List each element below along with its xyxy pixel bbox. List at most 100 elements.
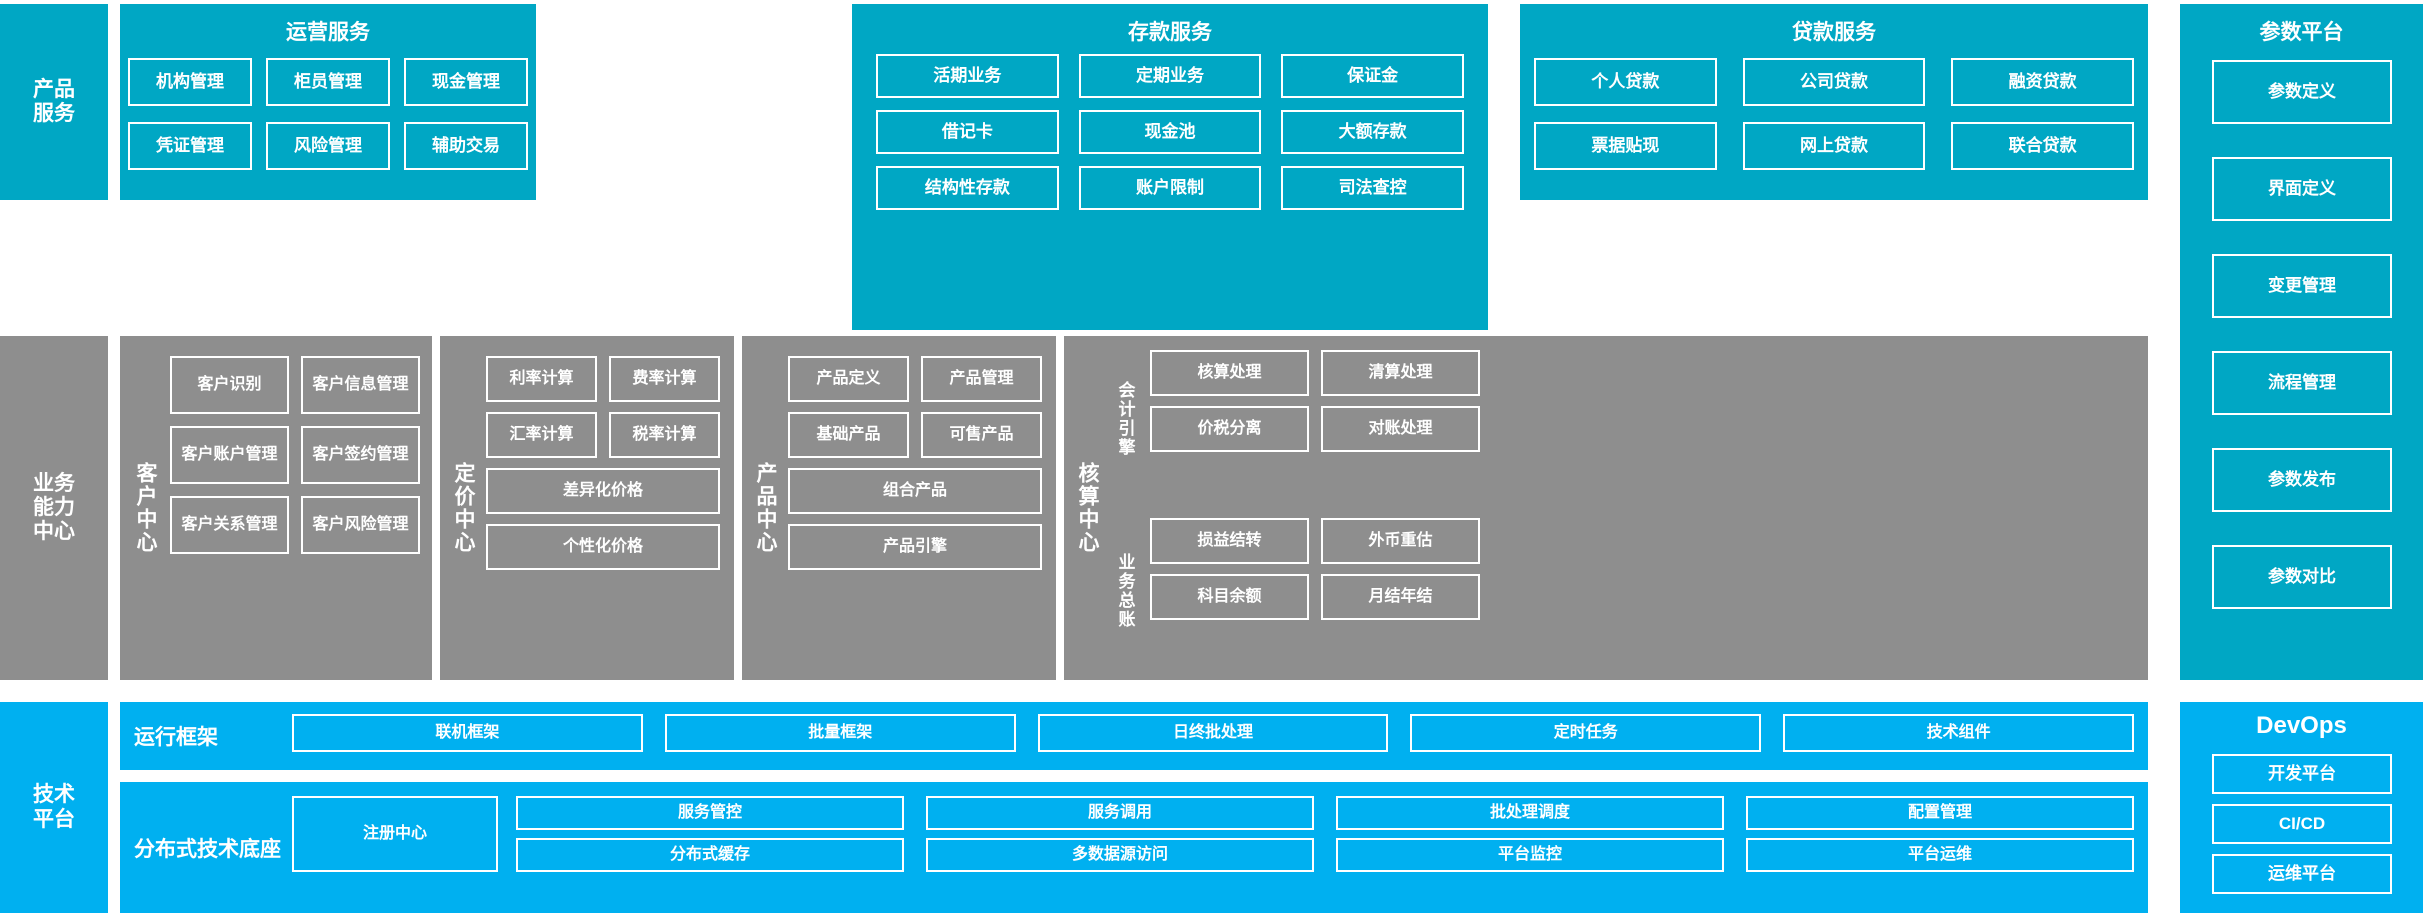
tile-distributed[interactable]: 分布式缓存 (516, 838, 904, 872)
tile-customer[interactable]: 客户风险管理 (301, 496, 420, 554)
tile-distributed[interactable]: 平台监控 (1336, 838, 1724, 872)
tile-product-wide[interactable]: 产品引擎 (788, 524, 1042, 570)
tile-customer[interactable]: 客户信息管理 (301, 356, 420, 414)
group-title-operation: 运营服务 (286, 21, 370, 44)
tile-devops[interactable]: 开发平台 (2212, 754, 2392, 794)
tile-product[interactable]: 产品管理 (921, 356, 1042, 402)
group-operation-service: 运营服务 机构管理 柜员管理 现金管理 凭证管理 风险管理 辅助交易 (120, 4, 536, 200)
center-label-customer: 客户中心 (134, 462, 157, 554)
tile-parameter[interactable]: 参数发布 (2212, 448, 2392, 512)
business-capability-label: 业务 能力 中心 (33, 471, 75, 544)
tile-operation[interactable]: 风险管理 (266, 122, 390, 170)
tile-accounting[interactable]: 价税分离 (1150, 406, 1309, 452)
tile-operation[interactable]: 凭证管理 (128, 122, 252, 170)
tile-parameter[interactable]: 流程管理 (2212, 351, 2392, 415)
tile-devops[interactable]: CI/CD (2212, 804, 2392, 844)
center-label-pricing: 定价中心 (452, 462, 475, 554)
tile-distributed[interactable]: 配置管理 (1746, 796, 2134, 830)
tile-parameter[interactable]: 参数对比 (2212, 545, 2392, 609)
tile-distributed[interactable]: 服务管控 (516, 796, 904, 830)
product-service-label-panel: 产品 服务 (0, 4, 108, 200)
tile-deposit[interactable]: 司法查控 (1281, 166, 1465, 210)
group-title-loan: 贷款服务 (1792, 21, 1876, 44)
tile-pricing[interactable]: 利率计算 (486, 356, 597, 402)
tile-loan[interactable]: 融资贷款 (1951, 58, 2135, 106)
group-deposit-service: 存款服务 活期业务 定期业务 保证金 借记卡 现金池 大额存款 结构性存款 账户… (852, 4, 1488, 330)
tile-operation[interactable]: 柜员管理 (266, 58, 390, 106)
tile-parameter[interactable]: 变更管理 (2212, 254, 2392, 318)
band-distributed-base: 分布式技术底座 注册中心 服务管控 分布式缓存 服务调用 多数据源访问 批处理调… (120, 782, 2148, 913)
tile-pricing-wide[interactable]: 差异化价格 (486, 468, 720, 514)
tile-runtime[interactable]: 定时任务 (1410, 714, 1762, 752)
business-capability-label-panel: 业务 能力 中心 (0, 336, 108, 680)
tile-accounting[interactable]: 清算处理 (1321, 350, 1480, 396)
tile-registry-center[interactable]: 注册中心 (292, 796, 498, 872)
band-label-runtime-framework: 运行框架 (134, 726, 218, 749)
tile-operation[interactable]: 辅助交易 (404, 122, 528, 170)
subgroup-label-accounting-engine: 会计引擎 (1115, 381, 1135, 457)
tile-distributed[interactable]: 平台运维 (1746, 838, 2134, 872)
tile-operation[interactable]: 现金管理 (404, 58, 528, 106)
tile-customer[interactable]: 客户签约管理 (301, 426, 420, 484)
tile-operation[interactable]: 机构管理 (128, 58, 252, 106)
tile-accounting[interactable]: 月结年结 (1321, 574, 1480, 620)
tile-deposit[interactable]: 定期业务 (1078, 54, 1262, 98)
group-loan-service: 贷款服务 个人贷款 公司贷款 融资贷款 票据贴现 网上贷款 联合贷款 (1520, 4, 2148, 200)
parameter-platform-title: 参数平台 (2259, 21, 2344, 44)
center-pricing: 定价中心 利率计算 费率计算 汇率计算 税率计算 差异化价格 个性化价格 (440, 336, 734, 680)
tile-parameter[interactable]: 参数定义 (2212, 60, 2392, 124)
tile-deposit[interactable]: 保证金 (1281, 54, 1465, 98)
panel-parameter-platform: 参数平台 参数定义 界面定义 变更管理 流程管理 参数发布 参数对比 (2180, 4, 2423, 680)
tile-distributed[interactable]: 批处理调度 (1336, 796, 1724, 830)
tile-pricing-wide[interactable]: 个性化价格 (486, 524, 720, 570)
tile-deposit[interactable]: 活期业务 (876, 54, 1059, 98)
band-runtime-framework: 运行框架 联机框架 批量框架 日终批处理 定时任务 技术组件 (120, 702, 2148, 770)
tile-pricing[interactable]: 费率计算 (609, 356, 720, 402)
product-service-label: 产品 服务 (33, 77, 75, 125)
tile-accounting[interactable]: 损益结转 (1150, 518, 1309, 564)
tile-loan[interactable]: 网上贷款 (1742, 122, 1926, 170)
tile-accounting[interactable]: 外币重估 (1321, 518, 1480, 564)
tile-accounting[interactable]: 对账处理 (1321, 406, 1480, 452)
tile-runtime[interactable]: 联机框架 (292, 714, 643, 752)
tile-pricing[interactable]: 汇率计算 (486, 412, 597, 458)
tile-runtime[interactable]: 技术组件 (1783, 714, 2134, 752)
group-title-deposit: 存款服务 (1128, 21, 1212, 44)
center-product: 产品中心 产品定义 产品管理 基础产品 可售产品 组合产品 产品引擎 (742, 336, 1056, 680)
tile-customer[interactable]: 客户识别 (170, 356, 289, 414)
tile-accounting[interactable]: 科目余额 (1150, 574, 1309, 620)
band-label-distributed-base: 分布式技术底座 (134, 837, 281, 861)
tile-loan[interactable]: 个人贷款 (1534, 58, 1717, 106)
tile-loan[interactable]: 联合贷款 (1951, 122, 2135, 170)
tile-loan[interactable]: 票据贴现 (1534, 122, 1717, 170)
tile-deposit[interactable]: 结构性存款 (876, 166, 1059, 210)
center-label-accounting: 核算中心 (1076, 462, 1099, 554)
tech-platform-label: 技术 平台 (33, 783, 75, 831)
devops-title: DevOps (2256, 712, 2347, 739)
tile-product[interactable]: 基础产品 (788, 412, 909, 458)
tile-customer[interactable]: 客户关系管理 (170, 496, 289, 554)
subgroup-label-business-ledger: 业务总账 (1115, 553, 1135, 629)
tile-accounting[interactable]: 核算处理 (1150, 350, 1309, 396)
tile-customer[interactable]: 客户账户管理 (170, 426, 289, 484)
tile-deposit[interactable]: 借记卡 (876, 110, 1059, 154)
tile-product[interactable]: 可售产品 (921, 412, 1042, 458)
tile-product[interactable]: 产品定义 (788, 356, 909, 402)
tile-parameter[interactable]: 界面定义 (2212, 157, 2392, 221)
tile-deposit[interactable]: 现金池 (1078, 110, 1262, 154)
center-accounting: 核算中心 会计引擎 核算处理 清算处理 价税分离 对账处理 业务总账 损益结转 … (1064, 336, 2148, 680)
tech-platform-label-panel: 技术 平台 (0, 702, 108, 913)
tile-runtime[interactable]: 日终批处理 (1037, 714, 1389, 752)
tile-runtime[interactable]: 批量框架 (664, 714, 1016, 752)
tile-loan[interactable]: 公司贷款 (1742, 58, 1926, 106)
center-label-product: 产品中心 (754, 462, 777, 554)
tile-deposit[interactable]: 大额存款 (1281, 110, 1465, 154)
tile-distributed[interactable]: 多数据源访问 (926, 838, 1314, 872)
tile-devops[interactable]: 运维平台 (2212, 854, 2392, 894)
tile-product-wide[interactable]: 组合产品 (788, 468, 1042, 514)
center-customer: 客户中心 客户识别 客户信息管理 客户账户管理 客户签约管理 客户关系管理 客户… (120, 336, 432, 680)
tile-deposit[interactable]: 账户限制 (1078, 166, 1262, 210)
tile-pricing[interactable]: 税率计算 (609, 412, 720, 458)
tile-distributed[interactable]: 服务调用 (926, 796, 1314, 830)
